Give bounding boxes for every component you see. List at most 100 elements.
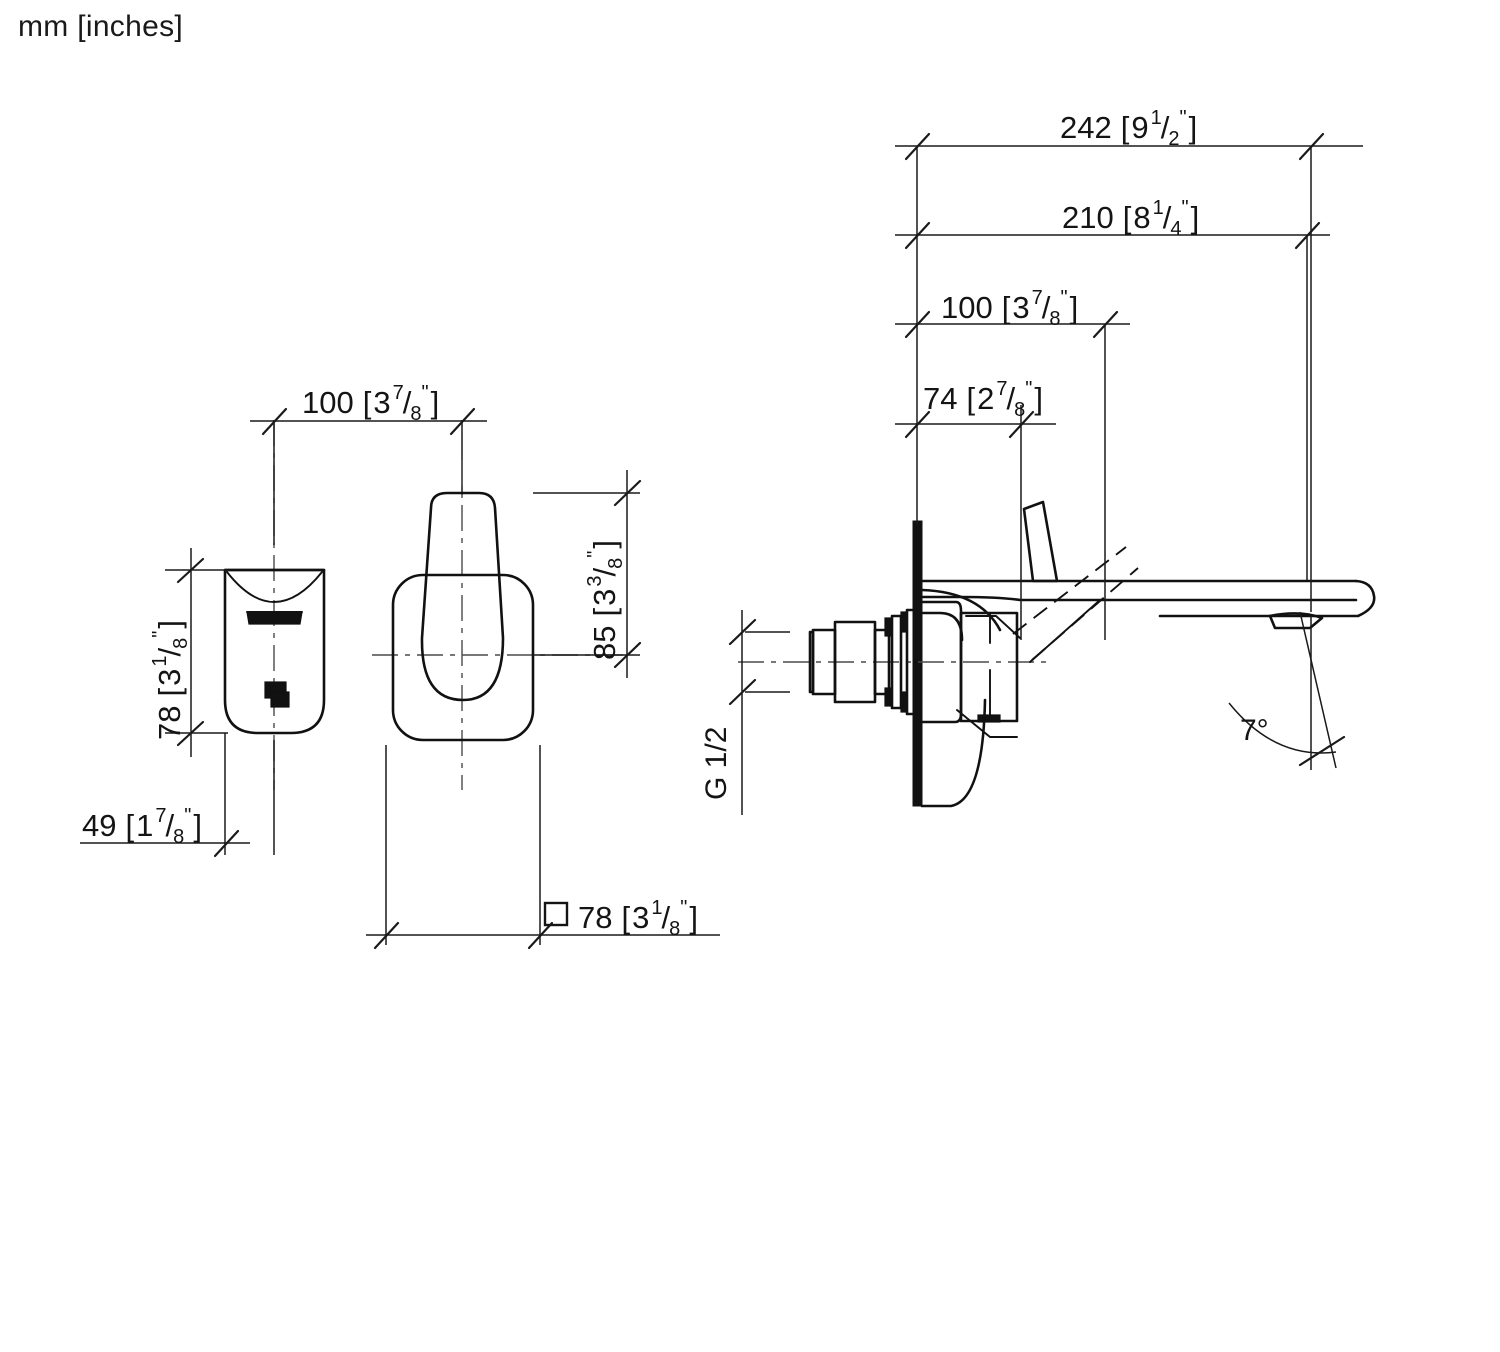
cartridge-base-shim [977, 714, 1001, 723]
tick-74-b [1008, 410, 1035, 439]
g-thread-label: G 1/2 [700, 727, 733, 800]
inlet-connection-assembly [808, 608, 916, 716]
tick-85-b [613, 641, 642, 669]
dim-210-den: 4 [1170, 218, 1181, 240]
dim-78sq-mm: 78 [578, 900, 612, 935]
tick-g12-a [728, 618, 757, 646]
elbow-outer-curve [920, 588, 1002, 632]
svg-text:242[91/2"]: 242[91/2"] [1060, 107, 1197, 150]
units-note: mm [inches] [18, 10, 184, 43]
cartridge-block [959, 611, 1019, 723]
dim-78v-unit: " [149, 631, 171, 638]
dim-49-num: 7 [155, 805, 166, 827]
dim-210-unit: " [1181, 197, 1188, 219]
dim-85v-unit: " [584, 551, 606, 558]
dim-78v-mm: 78 [152, 706, 187, 740]
dim-78v-den: 8 [170, 638, 192, 649]
dim-210-num: 1 [1153, 197, 1164, 219]
tick-78-b [176, 720, 205, 747]
dim-210-mm: 210 [1062, 200, 1114, 235]
dim-49-unit: " [184, 805, 191, 827]
tick-49-a [213, 829, 240, 858]
lever-swing-hidden-a [1012, 546, 1127, 635]
lever-raised [1022, 500, 1059, 583]
dim-242-unit: " [1179, 107, 1186, 129]
set-screw-square-2 [270, 691, 290, 708]
dim-100r-whole: 3 [1012, 290, 1029, 325]
tick-78sq-a [373, 921, 400, 950]
dim-242-mm: 242 [1060, 110, 1112, 145]
dim-78sq-unit: " [680, 897, 687, 919]
dim-text-85-vertical: 85[33/8"] [584, 540, 627, 660]
dim-100r-den: 8 [1049, 308, 1060, 330]
dim-100l-whole: 3 [373, 385, 390, 420]
svg-text:78[31/8"]: 78[31/8"] [149, 620, 192, 740]
tick-242-a [904, 132, 931, 161]
front-view-dimension-lines [366, 470, 720, 950]
dim-100l-den: 8 [410, 403, 421, 425]
elbow-inner-curve [920, 611, 964, 642]
dim-49-whole: 1 [136, 808, 153, 843]
lever-slot [246, 611, 303, 625]
dim-text-78-vertical: 78[31/8"] [149, 620, 192, 740]
dim-100r-unit: " [1060, 287, 1067, 309]
tick-angle [1298, 735, 1346, 767]
dim-85v-den: 8 [605, 558, 627, 569]
dim-74-whole: 2 [977, 381, 994, 416]
dim-242-num: 1 [1151, 107, 1162, 129]
spout-tip-nose [1268, 579, 1376, 618]
tick-78-a [176, 557, 205, 584]
dim-85v-mm: 85 [587, 626, 622, 660]
wall-flange [905, 608, 916, 716]
dim-100r-num: 7 [1032, 287, 1043, 309]
leader-line-lower [956, 709, 1018, 738]
front-view-geometry [372, 460, 630, 790]
dim-74-num: 7 [996, 378, 1007, 400]
dim-242-whole: 9 [1131, 110, 1148, 145]
dim-49-den: 8 [173, 826, 184, 848]
dim-100l-mm: 100 [302, 385, 354, 420]
lever-pivot-leader [1029, 599, 1101, 663]
handle-body-outline [223, 568, 326, 735]
annotation-g-thread: G 1/2 [700, 727, 733, 800]
dim-85v-num: 3 [584, 576, 606, 587]
right-section-view-geometry [738, 500, 1376, 808]
tick-100-a [261, 407, 288, 436]
right-view-dimension-lines [728, 132, 1363, 815]
tick-210-a [904, 221, 931, 250]
tick-g12-b [728, 678, 757, 706]
svg-text:210[81/4"]: 210[81/4"] [1062, 197, 1199, 240]
svg-text:100[37/8"]: 100[37/8"] [302, 382, 439, 425]
inlet-collar-2 [873, 628, 891, 696]
tick-78sq-b [527, 921, 554, 950]
tick-100r-a [904, 310, 931, 339]
lever-swing-hidden-b [1031, 567, 1139, 661]
square-section-icon [543, 901, 569, 927]
dim-100l-num: 7 [393, 382, 404, 404]
lever-handle [420, 491, 505, 702]
angle-label: 7° [1240, 714, 1269, 747]
body-lower-outer-curve [920, 698, 987, 808]
dim-78sq-whole: 3 [632, 900, 649, 935]
handle-shoulder-curve [226, 571, 323, 603]
escutcheon-plate [391, 573, 535, 742]
aerator-outlet [1268, 612, 1324, 630]
svg-text:74[27/8"]: 74[27/8"] [923, 378, 1043, 421]
inlet-nut [890, 614, 903, 710]
angle-ray-7deg [1299, 611, 1337, 769]
dim-74-mm: 74 [923, 381, 957, 416]
dim-74-unit: " [1025, 378, 1032, 400]
angle-arc-7deg [1228, 702, 1337, 754]
dim-74-den: 8 [1014, 399, 1025, 421]
dim-100r-mm: 100 [941, 290, 993, 325]
dim-78v-whole: 3 [152, 669, 187, 686]
